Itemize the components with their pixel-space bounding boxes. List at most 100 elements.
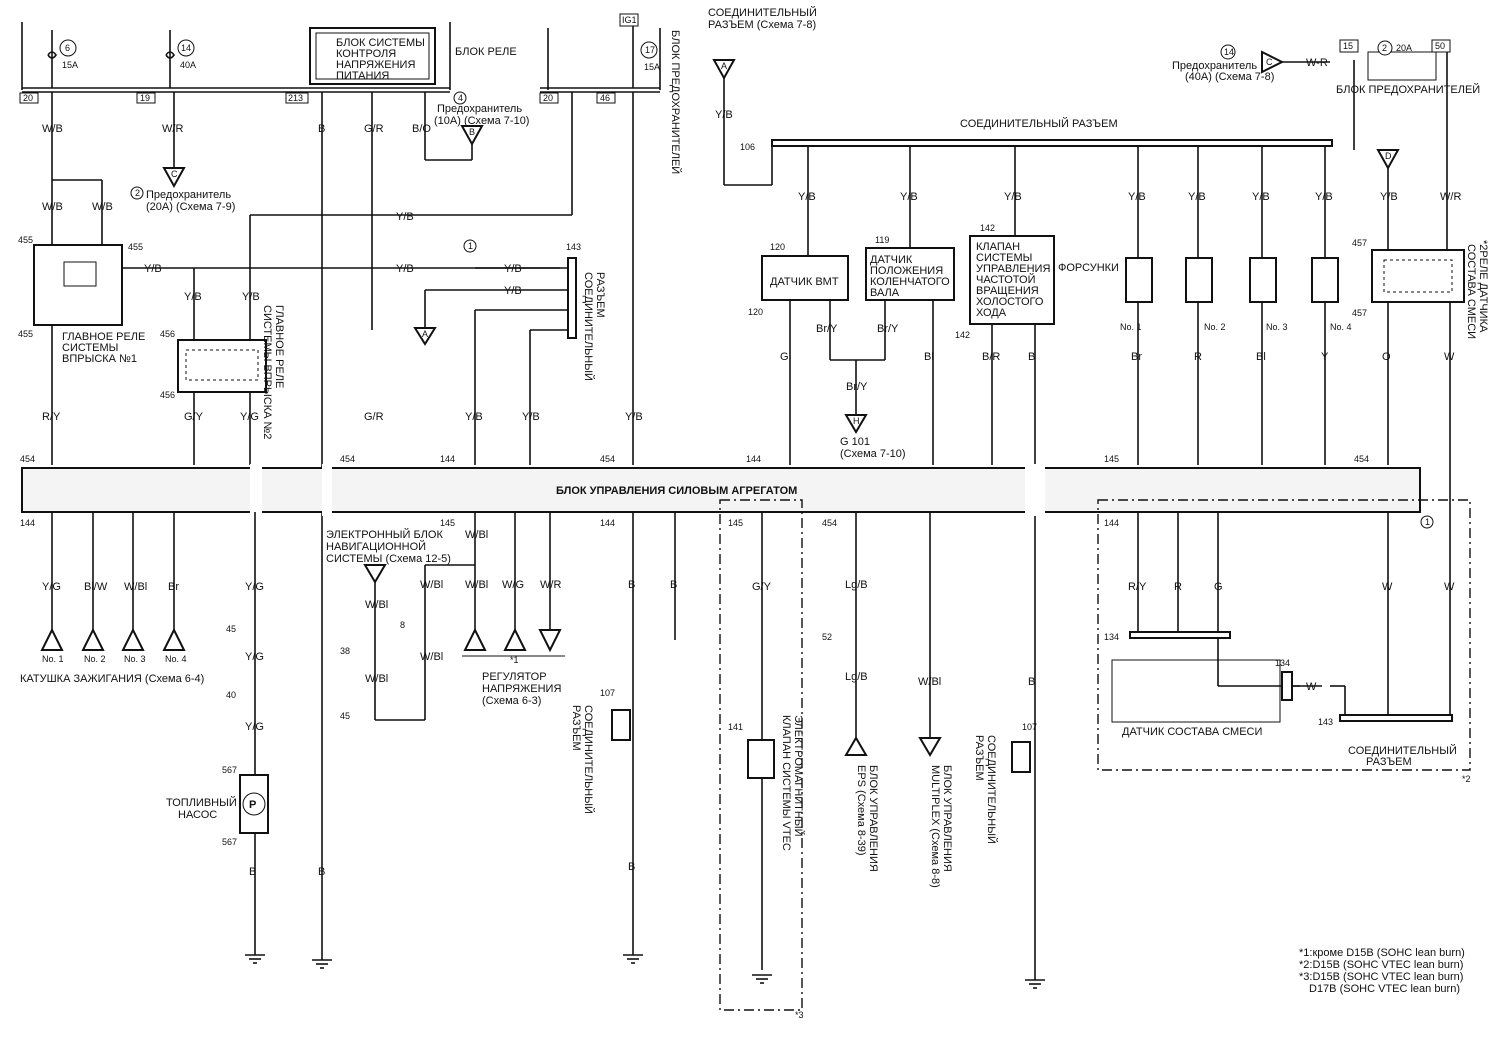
svg-text:G/Y: G/Y [184,411,204,423]
injectors: ФОРСУНКИ [1058,262,1119,274]
svg-text:РАЗЪЕМ (Схема 7-8): РАЗЪЕМ (Схема 7-8) [708,19,816,31]
svg-text:H: H [853,416,860,426]
svg-text:457: 457 [1352,308,1367,318]
svg-text:Y/B: Y/B [715,109,733,121]
svg-text:456: 456 [160,329,175,339]
svg-text:B: B [1028,676,1035,688]
svg-text:СИСТЕМЫ: СИСТЕМЫ [62,342,118,354]
svg-text:Br: Br [1131,351,1142,363]
svg-text:Y: Y [1321,351,1329,363]
svg-text:Y/B: Y/B [900,191,918,203]
connector-bus-main: СОЕДИНИТЕЛЬНЫЙ РАЗЪЕМ 106 [740,117,1333,152]
svg-text:*3: *3 [795,1010,804,1020]
fuse-6: 6 15A [47,30,78,88]
svg-text:Bl: Bl [924,351,934,363]
svg-text:НАПРЯЖЕНИЯ: НАПРЯЖЕНИЯ [336,59,415,71]
fuse-14: 14 40A [165,30,196,88]
footnote-3: *3:D15B (SOHC VTEC lean burn) [1299,971,1463,983]
svg-text:R: R [1194,351,1202,363]
svg-text:Y/G: Y/G [245,581,264,593]
svg-text:ДАТЧИК СОСТАВА СМЕСИ: ДАТЧИК СОСТАВА СМЕСИ [1122,726,1262,738]
connector-107-right: B 107 СОЕДИНИТЕЛЬНЫЙ РАЗЪЕМ [973,676,1045,989]
main-relay-1: W/B W/B 455 455 455 Y/B ГЛАВНОЕ РЕЛЕ СИС… [18,160,200,465]
footnote-4: D17B (SOHC VTEC lean burn) [1309,983,1460,995]
svg-text:ВАЛА: ВАЛА [870,287,900,299]
svg-text:НАСОС: НАСОС [178,809,217,821]
svg-text:Y/B: Y/B [242,291,260,303]
svg-text:144: 144 [1104,518,1119,528]
svg-text:145: 145 [1104,454,1119,464]
connector-107-left: B B B 107 СОЕДИНИТЕЛЬНЫЙ РАЗЪЕМ [570,512,677,964]
svg-text:*2РЕЛЕ ДАТЧИКА: *2РЕЛЕ ДАТЧИКА [1477,240,1489,333]
svg-text:144: 144 [20,518,35,528]
nav-unit: ЭЛЕКТРОННЫЙ БЛОК НАВИГАЦИОННОЙ СИСТЕМЫ (… [326,528,451,721]
svg-text:142: 142 [980,223,995,233]
svg-text:454: 454 [20,454,35,464]
svg-text:2: 2 [1382,43,1387,53]
svg-text:Bl/W: Bl/W [84,581,108,593]
svg-text:БЛОК УПРАВЛЕНИЯ: БЛОК УПРАВЛЕНИЯ [941,765,953,872]
svg-text:(20А) (Схема 7-9): (20А) (Схема 7-9) [146,201,235,213]
connector-143: 143 СОЕДИНИТЕЛЬНЫЙ РАЗЪЕМ A Y/B Y/B Y/B … [364,239,606,465]
svg-text:БЛОК УПРАВЛЕНИЯ: БЛОК УПРАВЛЕНИЯ [867,765,879,872]
svg-text:No. 4: No. 4 [165,654,187,664]
svg-text:ТОПЛИВНЫЙ: ТОПЛИВНЫЙ [166,796,237,809]
svg-text:120: 120 [748,307,763,317]
svg-text:W/R: W/R [162,123,183,135]
svg-text:106: 106 [740,142,755,152]
svg-text:ДАТЧИК: ДАТЧИК [870,254,913,266]
svg-text:ЭЛЕКТРОМАГНИТНЫЙ: ЭЛЕКТРОМАГНИТНЫЙ [792,715,805,837]
svg-text:143: 143 [1318,717,1333,727]
svg-text:Y/B: Y/B [1380,191,1398,203]
svg-text:Y/B: Y/B [625,411,643,423]
footnote-2: *2:D15B (SOHC VTEC lean burn) [1299,959,1463,971]
svg-text:454: 454 [822,518,837,528]
svg-text:120: 120 [770,242,785,252]
svg-text:R/Y: R/Y [1128,581,1147,593]
svg-text:(Схема 6-3): (Схема 6-3) [482,695,541,707]
svg-text:455: 455 [18,235,33,245]
svg-text:Y/G: Y/G [240,411,259,423]
svg-text:143: 143 [566,242,581,252]
svg-text:IG1: IG1 [622,15,637,25]
svg-text:РЕГУЛЯТОР: РЕГУЛЯТОР [482,671,547,683]
injector-4: Y/B Y No. 4 [1311,146,1352,465]
svg-text:No. 1: No. 1 [42,654,64,664]
svg-text:ПОЛОЖЕНИЯ: ПОЛОЖЕНИЯ [870,265,943,277]
svg-text:W/G: W/G [502,579,524,591]
svg-text:40A: 40A [180,60,196,70]
svg-text:C: C [1266,57,1273,67]
top-wires: W/B W/R B G/R B/O Y/B Y/B [42,92,643,960]
af-sensor: *2 R/Y R G W W 134 ДАТЧИК СОСТАВА СМЕСИ … [1097,499,1471,784]
svg-text:G/Y: G/Y [752,581,772,593]
svg-text:213: 213 [288,93,303,103]
svg-text:СОЕДИНИТЕЛЬНЫЙ: СОЕДИНИТЕЛЬНЫЙ [1348,744,1457,757]
svg-text:W/B: W/B [42,123,63,135]
svg-text:W/R: W/R [540,579,561,591]
top-connector-numbers: 20 19 213 20 46 [19,92,616,104]
svg-text:ЧАСТОТОЙ: ЧАСТОТОЙ [976,273,1035,286]
svg-text:ФОРСУНКИ: ФОРСУНКИ [1058,262,1119,274]
svg-text:КЛАПАН: КЛАПАН [976,241,1020,253]
fuel-pump: Y/G Y/G Y/G 45 40 P 567 567 ТОПЛИВНЫЙ НА… [166,512,269,964]
svg-text:No. 4: No. 4 [1330,322,1352,332]
svg-text:НАВИГАЦИОННОЙ: НАВИГАЦИОННОЙ [326,540,426,553]
svg-text:СОЕДИНИТЕЛЬНЫЙ РАЗЪЕМ: СОЕДИНИТЕЛЬНЫЙ РАЗЪЕМ [960,117,1118,130]
svg-text:W/Bl: W/Bl [124,581,147,593]
svg-text:ДАТЧИК ВМТ: ДАТЧИК ВМТ [770,276,839,288]
svg-text:Br/Y: Br/Y [877,323,899,335]
injector-2: Y/B R No. 2 [1185,146,1226,465]
svg-text:Y/B: Y/B [1128,191,1146,203]
svg-text:Y/B: Y/B [396,263,414,275]
svg-text:B: B [628,579,635,591]
svg-text:454: 454 [1354,454,1369,464]
svg-text:СИСТЕМЫ (Схема 12-5): СИСТЕМЫ (Схема 12-5) [326,553,451,565]
svg-text:15: 15 [1343,41,1353,51]
svg-text:РАЗЪЕМ: РАЗЪЕМ [1366,756,1412,768]
vtec-solenoid: G/Y 141 ЭЛЕКТРОМАГНИТНЫЙ КЛАПАН СИСТЕМЫ … [719,499,805,1020]
connector-ref-7-8: СОЕДИНИТЕЛЬНЫЙ РАЗЪЕМ (Схема 7-8) A Y/B [708,6,817,186]
svg-text:СОЕДИНИТЕЛЬНЫЙ: СОЕДИНИТЕЛЬНЫЙ [582,705,595,814]
svg-text:No. 3: No. 3 [124,654,146,664]
injector-1: Y/B Br No. 1 [1120,146,1153,465]
svg-text:MULTIPLEX (Схема 8-8): MULTIPLEX (Схема 8-8) [929,765,941,888]
